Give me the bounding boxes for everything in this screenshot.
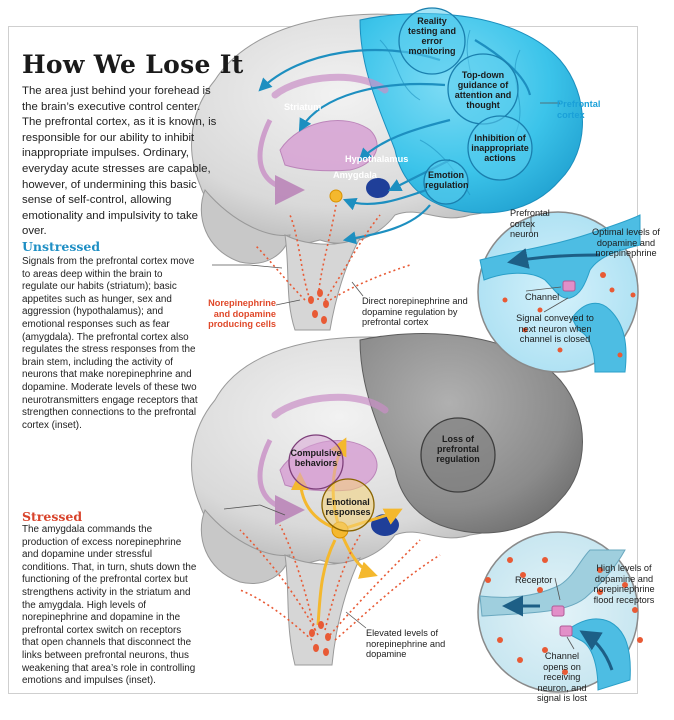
label-top-down-guidance: Top-down guidance of attention and thoug… bbox=[454, 70, 512, 110]
label-optimal-levels: Optimal levels of dopamine and norepinep… bbox=[592, 227, 660, 258]
emotional-bubble bbox=[321, 478, 375, 532]
inset-top bbox=[477, 211, 641, 373]
label-amygdala: Amygdala bbox=[333, 170, 377, 180]
stressed-heading: Stressed bbox=[22, 509, 83, 524]
inset-bottom bbox=[477, 531, 643, 693]
label-inhibition: Inhibition of inappropriate actions bbox=[471, 133, 529, 163]
page-title: How We Lose It bbox=[22, 50, 244, 79]
bottom-ne-cells bbox=[309, 621, 331, 656]
top-striatum bbox=[279, 119, 378, 172]
bottom-inset-molecules bbox=[485, 557, 643, 675]
label-reality-testing: Reality testing and error monitoring bbox=[407, 16, 456, 56]
label-hypothalamus: Hypothalamus bbox=[345, 154, 409, 164]
label-compulsive: Compulsive behaviors bbox=[290, 448, 342, 468]
intro-text: The area just behind your forehead is th… bbox=[22, 85, 217, 238]
leader-lines bbox=[212, 102, 575, 650]
unstressed-heading: Unstressed bbox=[22, 239, 101, 254]
top-brain bbox=[191, 7, 583, 331]
function-bubbles bbox=[398, 7, 533, 205]
label-loss-regulation: Loss of prefrontal regulation bbox=[436, 434, 480, 464]
compulsive-bubble bbox=[288, 434, 344, 490]
label-receptor: Receptor bbox=[515, 575, 553, 585]
label-elevated-levels: Elevated levels of norepinephrine and do… bbox=[366, 628, 446, 659]
bottom-dotted-paths bbox=[239, 524, 441, 641]
label-channel: Channel bbox=[525, 292, 560, 302]
label-neuron: Prefrontal cortex neuron bbox=[510, 208, 550, 239]
label-direct-regulation: Direct norepinephrine and dopamine regul… bbox=[362, 296, 468, 327]
label-channel-opens: Channel opens on receiving neuron, and s… bbox=[536, 651, 588, 703]
top-dotted-paths bbox=[254, 204, 411, 301]
top-channel bbox=[562, 280, 576, 292]
bottom-brain bbox=[191, 333, 583, 666]
loss-bubble bbox=[420, 417, 496, 493]
label-emotion-regulation: Emotion regulation bbox=[425, 170, 469, 190]
label-prefrontal-cortex: Prefrontal cortex bbox=[557, 99, 601, 120]
top-cingulate-arc bbox=[271, 73, 389, 99]
stressed-text: The amygdala commands the production of … bbox=[22, 524, 197, 687]
top-ne-cells bbox=[308, 289, 329, 324]
label-ne-cells: Norepinephrine and dopamine producing ce… bbox=[208, 298, 276, 329]
label-high-levels: High levels of dopamine and norepinephri… bbox=[593, 563, 655, 605]
unstressed-text: Signals from the prefrontal cortex move … bbox=[22, 256, 198, 431]
label-signal-conveyed: Signal conveyed to next neuron when chan… bbox=[516, 313, 594, 344]
top-inset-molecules bbox=[502, 272, 636, 358]
top-cerebellum bbox=[200, 189, 291, 264]
label-striatum: Striatum bbox=[284, 102, 322, 112]
top-amygdala bbox=[329, 189, 343, 203]
label-emotional: Emotional responses bbox=[325, 497, 371, 517]
top-hypothalamus bbox=[366, 178, 390, 198]
top-brainstem bbox=[284, 234, 362, 331]
